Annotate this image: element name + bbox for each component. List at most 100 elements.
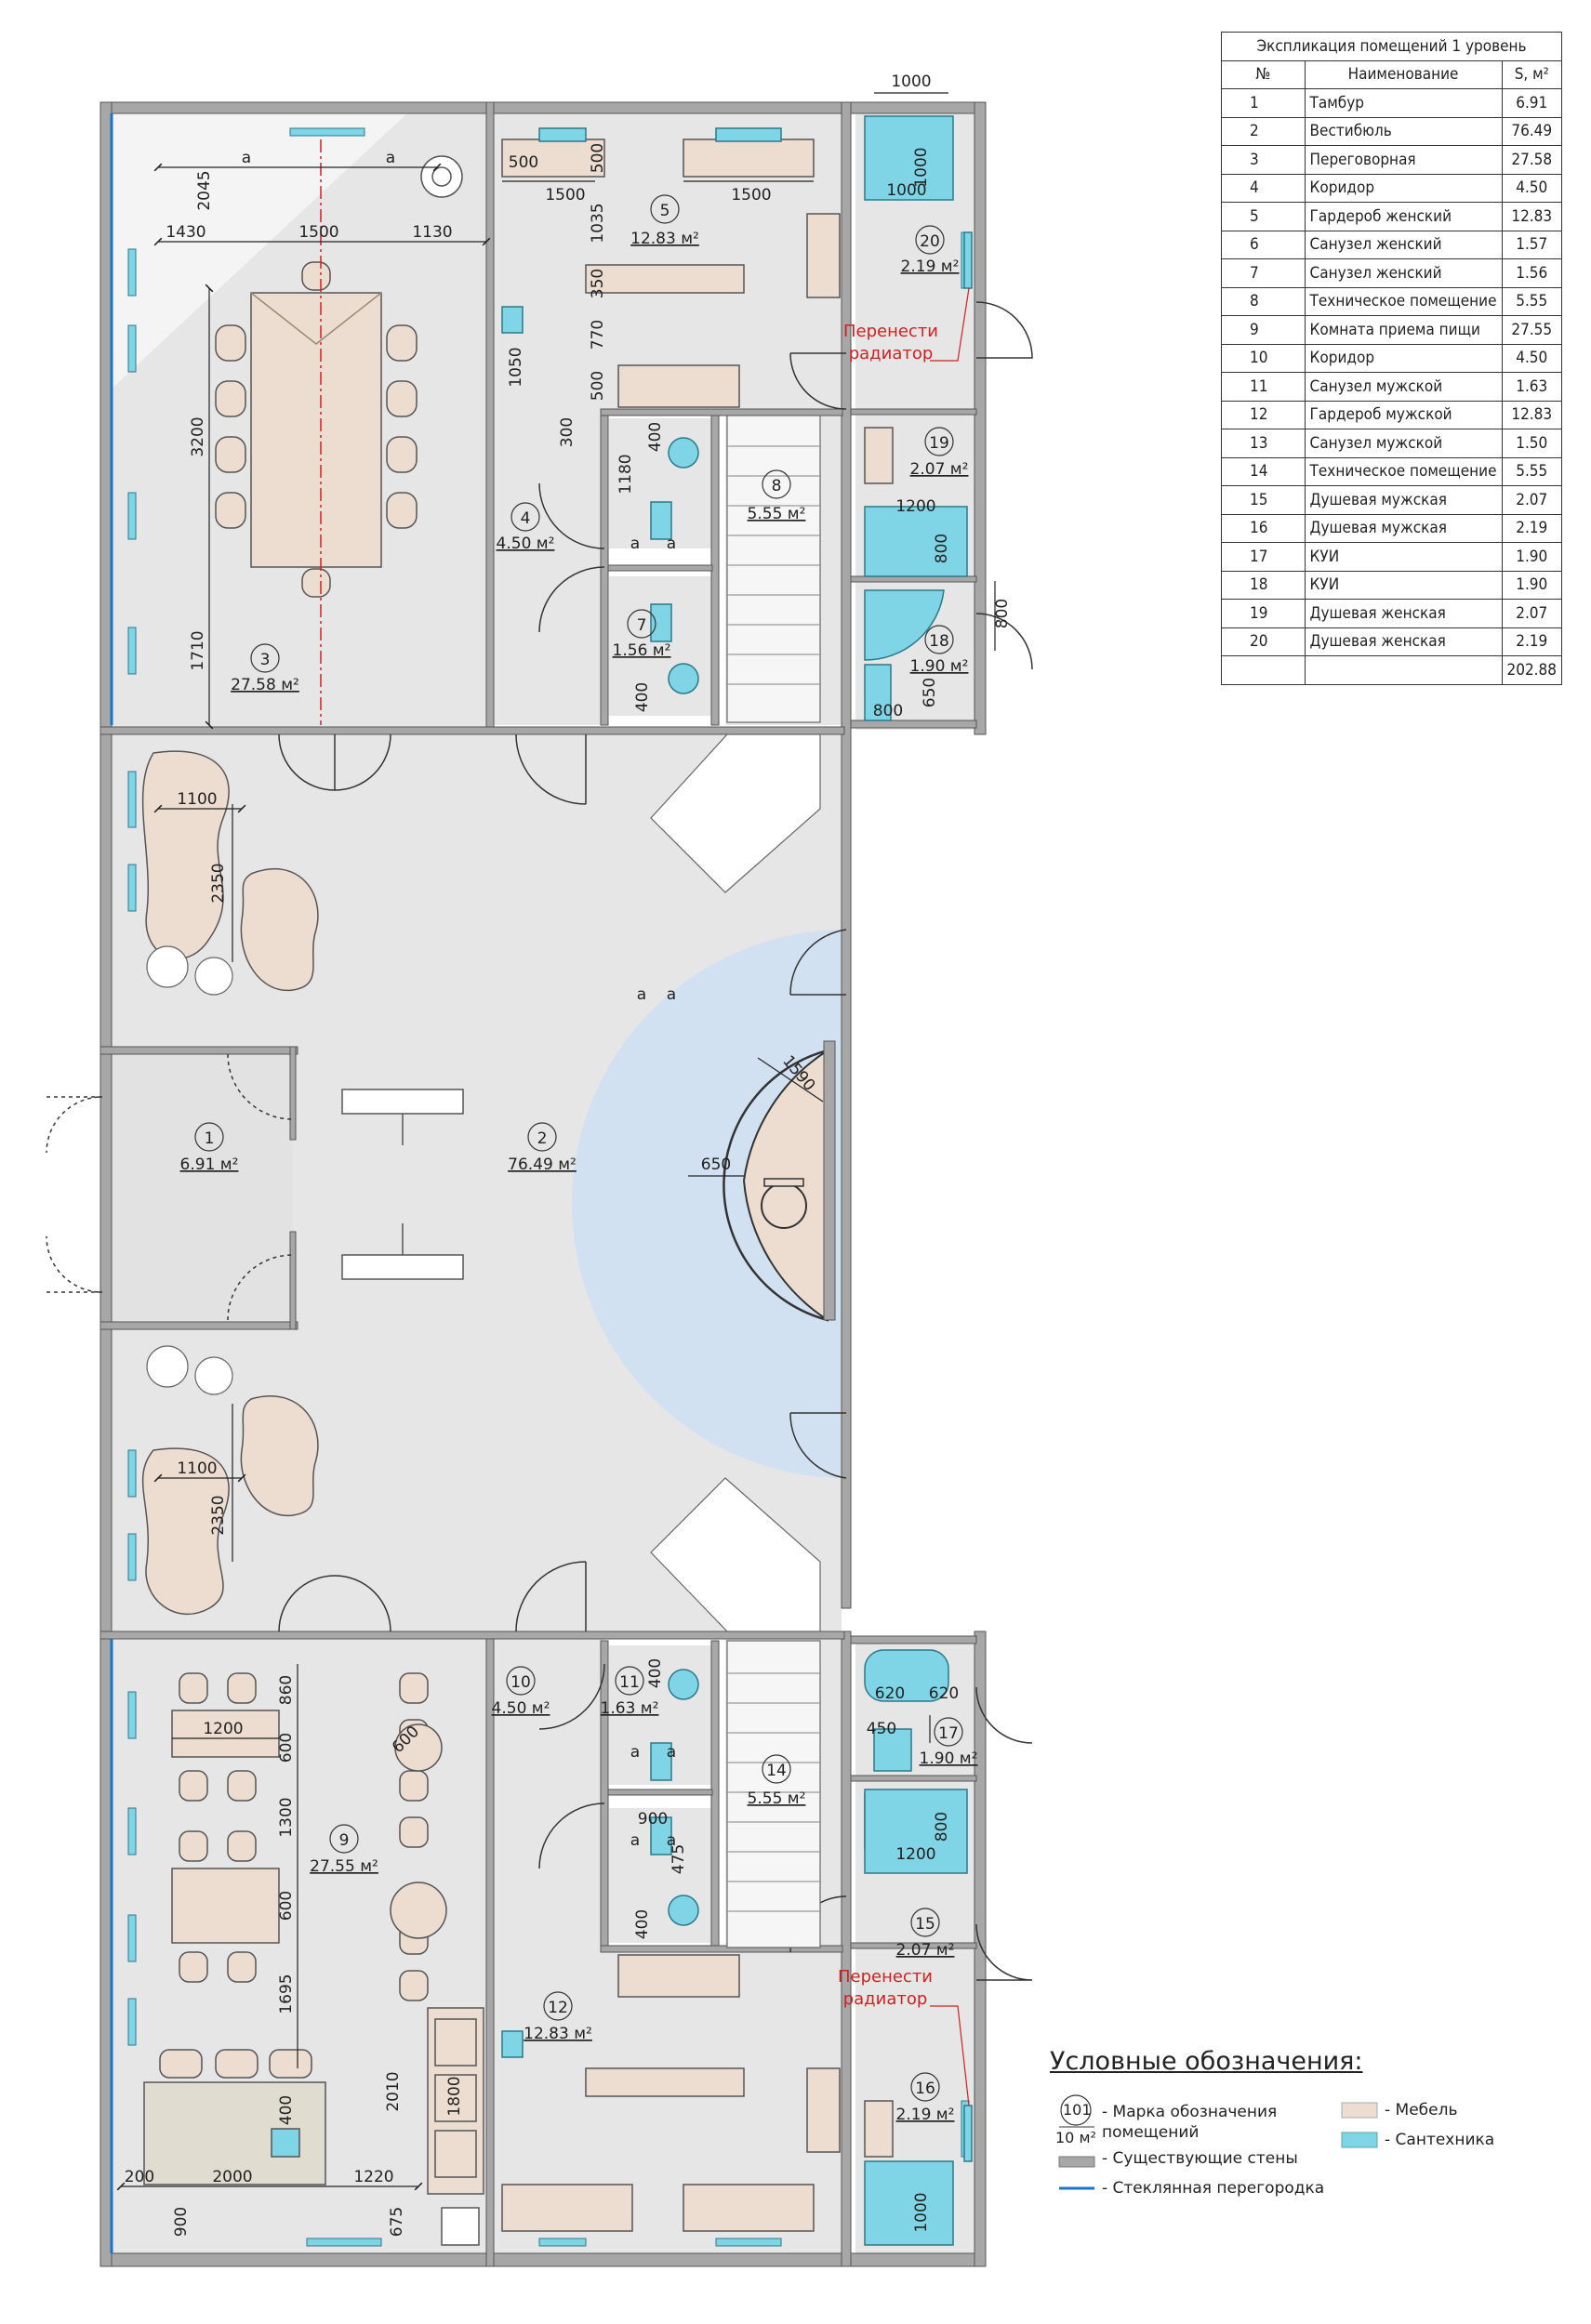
room-11-area: 1.63 м² [601,1699,659,1718]
legend-title: Условные обозначения: [1050,2047,1363,2076]
dim-1050: 1050 [507,347,525,387]
room-3-area: 27.58 м² [231,676,299,694]
dim-620b: 620 [929,1684,959,1703]
dim-1130: 1130 [412,223,452,242]
col-no-header: № [1221,59,1306,89]
dim-500b: 500 [589,143,607,173]
row-no: 2 [1221,116,1306,146]
room-20-area: 2.19 м² [901,257,960,276]
note-bottom-line2: радиатор [843,1989,928,2009]
row-name: Комната приема пищи [1304,315,1503,345]
room-1-area: 6.91 м² [180,1155,239,1174]
dim-1220: 1220 [353,2168,393,2186]
stairs [650,415,821,1948]
legend: Условные обозначения: 101 10 м² - Марка … [1046,2047,1567,2205]
wall-h-wc7 [607,564,713,572]
row-no: 17 [1221,542,1306,572]
wall-h-r1 [850,408,977,416]
col-name-header: Наименование [1304,59,1503,89]
wall-left [99,101,113,2267]
row-name: Гардероб женский [1304,202,1503,231]
row-no: 4 [1221,173,1306,203]
dim-1000d: 1000 [912,2192,931,2232]
note-top-line2: радиатор [849,344,934,363]
dim-800a: 800 [933,534,951,563]
explication-title: Экспликация помещений 1 уровень [1221,32,1562,61]
row-name: Коридор [1304,343,1503,373]
legend-furniture-swatch [1341,2102,1378,2119]
wall-tambour-right-a [289,1046,297,1141]
row-area: 4.50 [1501,173,1562,203]
plants [146,945,233,1395]
dim-1500-top: 1500 [298,223,338,242]
dim-2350b: 2350 [209,1495,228,1535]
room-14-no: 14 [766,1762,787,1780]
row-area: 5.55 [1501,286,1562,316]
row-no: 15 [1221,485,1306,515]
lockers [501,139,894,2232]
row-area: 2.19 [1501,513,1562,543]
room-9-no: 9 [339,1831,350,1850]
radiator-notes: Перенести радиатор Перенести радиатор [838,322,938,2009]
room-3-no: 3 [260,651,271,669]
row-no: 13 [1221,429,1306,458]
room-8-area: 5.55 м² [748,505,806,523]
room-18-area: 1.90 м² [910,657,969,676]
room-9-area: 27.55 м² [310,1857,378,1876]
note-bottom-line1: Перенести [838,1967,933,1987]
dim-1100b: 1100 [177,1459,217,1478]
wall-tambour-right-b [289,1231,297,1330]
dim-400e: 400 [633,1909,652,1939]
note-top-line1: Перенести [843,322,938,341]
row-no: 16 [1221,513,1306,543]
floor-room-3-light [110,112,409,390]
wall-v-meeting [485,101,495,735]
row-area: 6.91 [1501,88,1562,118]
room-7-no: 7 [637,616,647,635]
row-area: 76.49 [1501,116,1562,146]
row-area: 2.19 [1501,627,1562,656]
room-labels: 3 27.58 м² 5 12.83 м² 4 4.50 м² 8 5.55 м… [180,202,978,2124]
dim-800d: 800 [933,1812,951,1842]
floor-room-4 [493,409,604,725]
legend-symbols [1058,2094,1378,2190]
wall-h-r6 [850,1942,977,1949]
dim-1200c: 1200 [895,1845,935,1864]
dim-1300: 1300 [277,1797,296,1837]
dim-a2: a [386,149,395,167]
legend-mark-text-2: помещений [1102,2123,1200,2142]
plumbing [501,115,973,2246]
dim-2000: 2000 [212,2168,252,2186]
room-1-no: 1 [205,1129,215,1148]
row-area: 12.83 [1501,400,1562,429]
dim-1180: 1180 [617,454,635,494]
total-empty-1 [1221,655,1306,685]
dim-500c: 500 [589,371,607,401]
dim-1430: 1430 [166,223,206,242]
row-name: Вестибюль [1304,116,1503,146]
legend-glass-text: - Стеклянная перегородка [1102,2179,1325,2198]
row-name: Душевая женская [1304,599,1503,628]
legend-mark-text-1: - Марка обозначения [1102,2103,1278,2121]
dim-800c: 800 [873,702,903,720]
row-area: 1.90 [1501,570,1562,600]
row-no: 8 [1221,286,1306,316]
dim-a9: a [637,985,646,1004]
dim-1000b: 1000 [912,147,931,187]
lobby-furniture [141,750,464,1615]
dim-a10: a [667,985,676,1004]
table-row-total: 202.88 [1221,655,1562,685]
dim-800b: 800 [993,599,1012,628]
dim-1500b: 1500 [731,186,771,205]
